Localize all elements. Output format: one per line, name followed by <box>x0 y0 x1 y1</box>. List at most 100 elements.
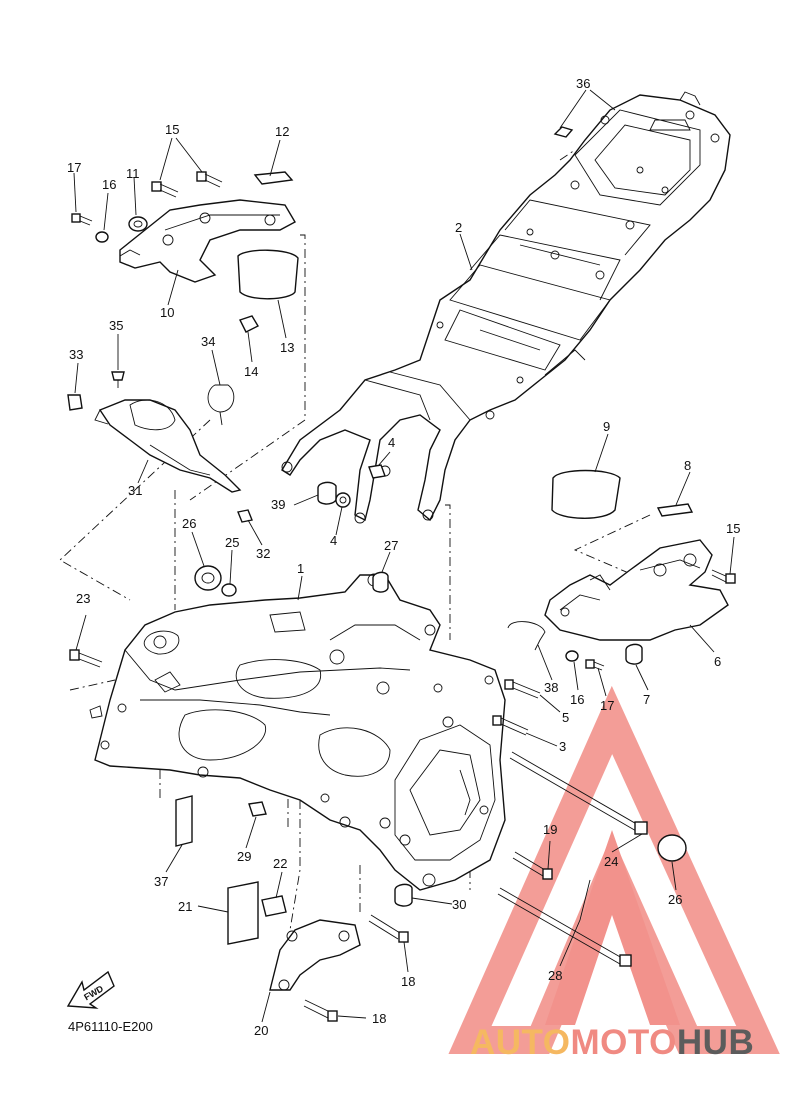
bolt-15c-part <box>711 569 736 584</box>
callout-labels: 36 2 15 12 17 16 11 10 13 14 35 34 33 31… <box>67 76 740 1038</box>
nut-29-part <box>248 801 267 817</box>
cap-26b-part <box>657 834 687 862</box>
band-38-part <box>507 621 546 651</box>
bolt-3-part <box>492 715 529 736</box>
watermark-auto: AUTO <box>470 1023 571 1062</box>
callout-35: 35 <box>109 318 123 333</box>
callout-27: 27 <box>384 538 398 553</box>
callout-11: 11 <box>126 166 140 181</box>
nut-4a-part <box>368 464 386 479</box>
callout-29: 29 <box>237 849 251 864</box>
callout-22: 22 <box>273 856 287 871</box>
clip-33-part <box>67 394 83 411</box>
callout-3: 3 <box>559 739 566 754</box>
callout-33: 33 <box>69 347 83 362</box>
pad-37-part <box>175 795 193 847</box>
callout-25: 25 <box>225 535 239 550</box>
nut-14-part <box>239 315 259 333</box>
pad-13-part <box>237 249 299 300</box>
callout-10: 10 <box>160 305 174 320</box>
pad-9-part <box>551 469 621 519</box>
pad-22-part <box>261 895 287 917</box>
callout-24: 24 <box>604 854 618 869</box>
bolt-18b-part <box>303 999 338 1022</box>
callout-30: 30 <box>452 897 466 912</box>
bolt-5-part <box>504 679 541 699</box>
callout-16b: 16 <box>570 692 584 707</box>
main-frame-part <box>89 573 506 891</box>
grommet-26-part <box>194 565 222 591</box>
callout-28: 28 <box>548 968 562 983</box>
collar-30-part <box>394 883 413 907</box>
bolt-17-part <box>71 213 93 226</box>
callout-15b: 15 <box>726 521 740 536</box>
axle-28-part <box>497 887 632 967</box>
callout-32: 32 <box>256 546 270 561</box>
svg-text:AUTOMOTOHUB: AUTOMOTOHUB <box>470 1023 754 1062</box>
callout-12: 12 <box>275 124 289 139</box>
callout-14: 14 <box>244 364 258 379</box>
watermark-moto: MOTO <box>571 1023 677 1062</box>
collar-25-part <box>221 583 237 597</box>
bolt-18a-part <box>368 914 409 943</box>
pad-21-part <box>227 881 259 945</box>
washer-4b-part <box>335 492 351 508</box>
callout-8: 8 <box>684 458 691 473</box>
bolt-15b-part <box>196 171 223 188</box>
label-36-part <box>553 126 574 138</box>
callout-20: 20 <box>254 1023 268 1038</box>
watermark-text: AUTOMOTOHUB <box>470 1023 754 1062</box>
bracket-20-part <box>269 919 361 991</box>
screw-35-part <box>111 371 125 388</box>
collar-39-part <box>317 481 337 505</box>
callout-17b: 17 <box>600 698 614 713</box>
callout-26b: 26 <box>668 892 682 907</box>
collar-7-part <box>625 643 643 665</box>
band-34-part <box>207 384 235 426</box>
callout-31: 31 <box>128 483 142 498</box>
callout-23: 23 <box>76 591 90 606</box>
callout-39: 39 <box>271 497 285 512</box>
rear-subframe-part <box>281 91 731 524</box>
callout-19: 19 <box>543 822 557 837</box>
watermark-logo-icon <box>448 685 780 1054</box>
axle-24-part <box>509 751 648 835</box>
bracket-6-part <box>544 539 729 641</box>
fwd-arrow-icon: FWD <box>66 970 115 1009</box>
pad-12-part <box>253 171 294 185</box>
callout-13: 13 <box>280 340 294 355</box>
callout-5: 5 <box>562 710 569 725</box>
leader-lines <box>73 89 735 1023</box>
callout-21: 21 <box>178 899 192 914</box>
bolt-23-part <box>69 649 103 668</box>
collar-27-part <box>372 571 389 593</box>
callout-15: 15 <box>165 122 179 137</box>
watermark-hub: HUB <box>677 1023 754 1062</box>
callout-38: 38 <box>544 680 558 695</box>
callout-2: 2 <box>455 220 462 235</box>
callout-16: 16 <box>102 177 116 192</box>
bracket-31-part <box>94 399 242 493</box>
callout-4b: 4 <box>330 533 337 548</box>
callout-26: 26 <box>182 516 196 531</box>
callout-37: 37 <box>154 874 168 889</box>
callout-36: 36 <box>576 76 590 91</box>
callout-18a: 18 <box>401 974 415 989</box>
diagram-code: 4P61110-E200 <box>68 1019 153 1034</box>
bolt-17b-part <box>585 659 605 671</box>
collar-16b-part <box>565 650 579 662</box>
callout-9: 9 <box>603 419 610 434</box>
upper-bracket-part <box>119 199 296 283</box>
callout-4a: 4 <box>388 435 395 450</box>
callout-6: 6 <box>714 654 721 669</box>
callout-18b: 18 <box>372 1011 386 1026</box>
label-8-part <box>656 503 694 517</box>
callout-7: 7 <box>643 692 650 707</box>
callout-1: 1 <box>297 561 304 576</box>
callout-17: 17 <box>67 160 81 175</box>
bolt-19-part <box>512 851 553 880</box>
grommet-11-part <box>128 216 148 232</box>
collar-16-part <box>95 231 109 243</box>
bolt-15a-part <box>151 181 179 198</box>
